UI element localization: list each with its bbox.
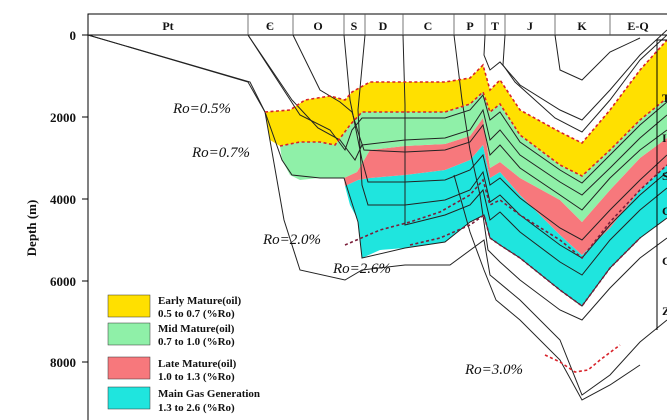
y-tick-4000: 4000 xyxy=(50,192,76,207)
ro-label-0-7: Ro=0.7% xyxy=(191,145,250,161)
edge-letter-2: I xyxy=(662,131,667,145)
ro-isolines xyxy=(264,39,667,373)
zone-late-mature xyxy=(344,118,667,255)
legend-swatch-late-mature xyxy=(107,356,151,380)
y-tick-6000: 6000 xyxy=(50,274,76,289)
ro-labels: Ro=0.5% Ro=0.7% Ro=2.0% Ro=2.6% Ro=3.0% xyxy=(172,101,523,378)
ro-label-2-6: Ro=2.6% xyxy=(332,261,391,277)
period-label-pt: Pt xyxy=(162,19,173,33)
legend-early-range: 0.5 to 0.7 (%Ro) xyxy=(158,308,235,320)
period-label-eq: E-Q xyxy=(627,19,648,33)
period-label-carboniferous: C xyxy=(424,19,433,33)
period-label-devonian: D xyxy=(379,19,388,33)
ro-label-0-5: Ro=0.5% xyxy=(172,101,231,117)
period-label-triassic: T xyxy=(491,19,499,33)
legend-mid-title: Mid Mature(oil) xyxy=(158,323,235,335)
burial-curves xyxy=(87,29,667,401)
y-tick-8000: 8000 xyxy=(50,355,76,370)
ro-label-3-0: Ro=3.0% xyxy=(464,362,523,378)
ro-0-5-isoline xyxy=(264,39,667,144)
legend-swatch-mid-mature xyxy=(107,322,151,346)
ro-gas-isolines xyxy=(344,164,667,308)
period-label-ordovician: O xyxy=(313,19,322,33)
legend-late-title: Late Mature(oil) xyxy=(158,358,237,370)
right-edge-labels: T I S C C Z xyxy=(656,39,667,330)
y-axis: 0 2000 4000 6000 8000 Depth (m) xyxy=(24,28,88,370)
period-label-silurian: S xyxy=(351,19,358,33)
legend-swatch-main-gas xyxy=(107,386,151,410)
legend-gas-title: Main Gas Generation xyxy=(158,388,260,400)
legend-swatch-early-mature xyxy=(107,294,151,318)
ro-2-0-isoline xyxy=(344,164,667,260)
edge-letter-1: T xyxy=(662,91,667,105)
zone-main-gas xyxy=(345,145,667,306)
y-tick-0: 0 xyxy=(70,28,77,43)
period-label-permian: P xyxy=(466,19,473,33)
edge-letter-3: S xyxy=(662,169,667,183)
ro-label-2-0: Ro=2.0% xyxy=(262,232,321,248)
period-labels: Pt Є O S D C P T J K E-Q xyxy=(162,19,648,33)
y-tick-2000: 2000 xyxy=(50,110,76,125)
legend-gas-range: 1.3 to 2.6 (%Ro) xyxy=(158,402,235,414)
zone-mid-mature xyxy=(280,92,667,222)
edge-letter-5: C xyxy=(662,254,667,268)
ro-0-7-isoline xyxy=(279,90,667,177)
period-dividers xyxy=(247,14,611,35)
zone-early-mature xyxy=(265,40,667,176)
edge-letter-4: C xyxy=(662,204,667,218)
legend-late-range: 1.0 to 1.3 (%Ro) xyxy=(158,371,235,383)
y-axis-label: Depth (m) xyxy=(24,200,39,257)
edge-letter-6: Z xyxy=(662,304,667,318)
legend-mid-range: 0.7 to 1.0 (%Ro) xyxy=(158,336,235,348)
ro-3-0-isoline xyxy=(544,344,621,373)
legend-early-title: Early Mature(oil) xyxy=(158,295,242,307)
period-label-jurassic: J xyxy=(527,19,533,33)
period-label-cambrian: Є xyxy=(266,19,274,33)
maturity-zones xyxy=(265,40,667,306)
period-label-cretaceous: K xyxy=(577,19,587,33)
ro-2-6-isoline xyxy=(409,213,641,308)
legend: Early Mature(oil) 0.5 to 0.7 (%Ro) Mid M… xyxy=(103,290,293,418)
